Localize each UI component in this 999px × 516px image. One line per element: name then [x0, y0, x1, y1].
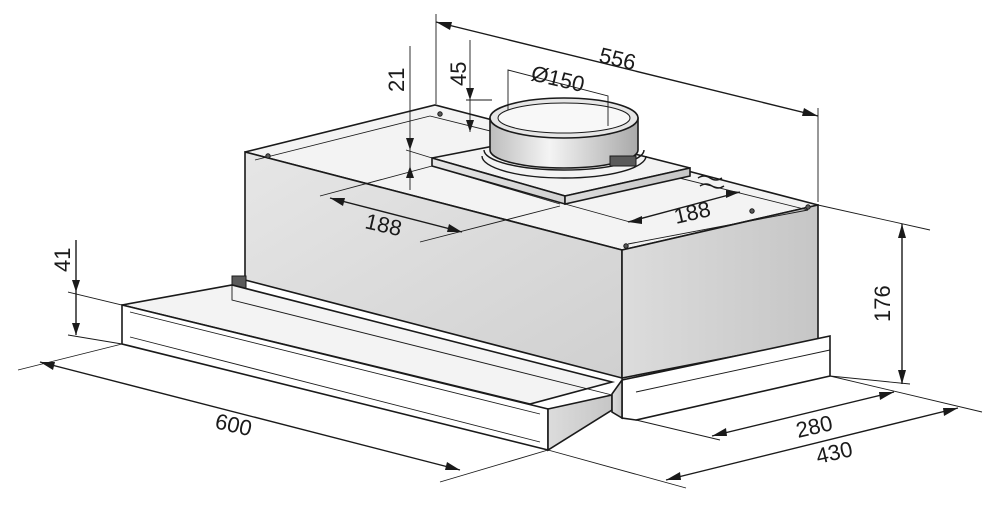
ext-line-188-left-b — [431, 165, 561, 205]
tray-rail — [231, 285, 613, 396]
arrow — [436, 22, 452, 30]
dim-line-430 — [665, 407, 959, 481]
arrow — [40, 362, 55, 370]
arrow — [466, 120, 474, 132]
arrow — [898, 370, 906, 384]
dim-line-diameter — [507, 69, 609, 126]
dim-line-556 — [435, 21, 819, 117]
dim-line-188-left — [329, 197, 463, 233]
ext-line-41-bottom — [67, 334, 123, 345]
arrow — [726, 190, 740, 198]
dim-line-188-right — [627, 191, 741, 223]
screw-hole — [623, 243, 629, 249]
arrow — [879, 392, 894, 400]
ext-line-280-right — [829, 375, 983, 413]
ext-line-430-left — [547, 449, 687, 489]
label-diameter: Ø150 — [529, 61, 587, 97]
label-176: 176 — [870, 285, 895, 322]
collar-rim — [497, 102, 631, 134]
screw-hole — [437, 111, 443, 117]
label-600: 600 — [213, 409, 254, 442]
arrow — [72, 323, 80, 335]
arrow — [943, 408, 958, 416]
base-line — [635, 349, 831, 393]
ext-line-188-left-c — [419, 205, 561, 243]
ext-line-188-right — [564, 203, 631, 223]
arrow — [666, 472, 681, 480]
ext-line-600-left — [17, 343, 123, 371]
label-21: 21 — [384, 68, 409, 92]
label-430: 430 — [814, 436, 855, 469]
ext-line-21 — [405, 149, 433, 159]
base-lip — [611, 377, 623, 420]
screw-hole — [805, 204, 811, 210]
ext-line-176-bottom — [829, 375, 911, 385]
ext-line-280-left — [635, 419, 721, 441]
screw-hole — [265, 153, 271, 159]
vent-mark-2 — [699, 183, 725, 189]
arrow — [628, 216, 642, 224]
duct-collar — [431, 97, 691, 206]
damper-clip — [609, 155, 637, 167]
arrow — [72, 280, 80, 292]
strip-inner-line-2 — [129, 336, 541, 443]
arrow — [330, 198, 345, 206]
arrow — [447, 224, 462, 232]
top-edge-line — [254, 115, 431, 161]
arrow — [445, 462, 460, 470]
vent-mark — [697, 175, 723, 181]
dimension-lines — [17, 14, 983, 489]
arrow — [712, 428, 727, 436]
ext-line-176-top — [817, 204, 931, 231]
ext-line-600-right — [439, 449, 549, 483]
arrow — [802, 108, 818, 116]
strip-inner-line — [129, 311, 541, 415]
front-strip-end — [547, 394, 613, 452]
duct-plate-side — [564, 167, 691, 205]
ext-line-41-top — [67, 291, 123, 306]
dim-line-280 — [711, 391, 895, 437]
screw-hole — [749, 208, 755, 214]
dim-line-600 — [39, 361, 461, 471]
label-45: 45 — [446, 62, 471, 86]
arrow — [466, 88, 474, 100]
ext-line-188-left-a — [319, 165, 433, 197]
hood-base — [611, 335, 831, 421]
arrow — [406, 138, 414, 150]
collar-base-ring-2 — [481, 155, 647, 179]
arrow — [898, 224, 906, 238]
top-edge-line-3 — [627, 209, 809, 245]
label-41: 41 — [50, 248, 75, 272]
pullout-panel — [121, 284, 616, 452]
label-556: 556 — [597, 43, 638, 76]
